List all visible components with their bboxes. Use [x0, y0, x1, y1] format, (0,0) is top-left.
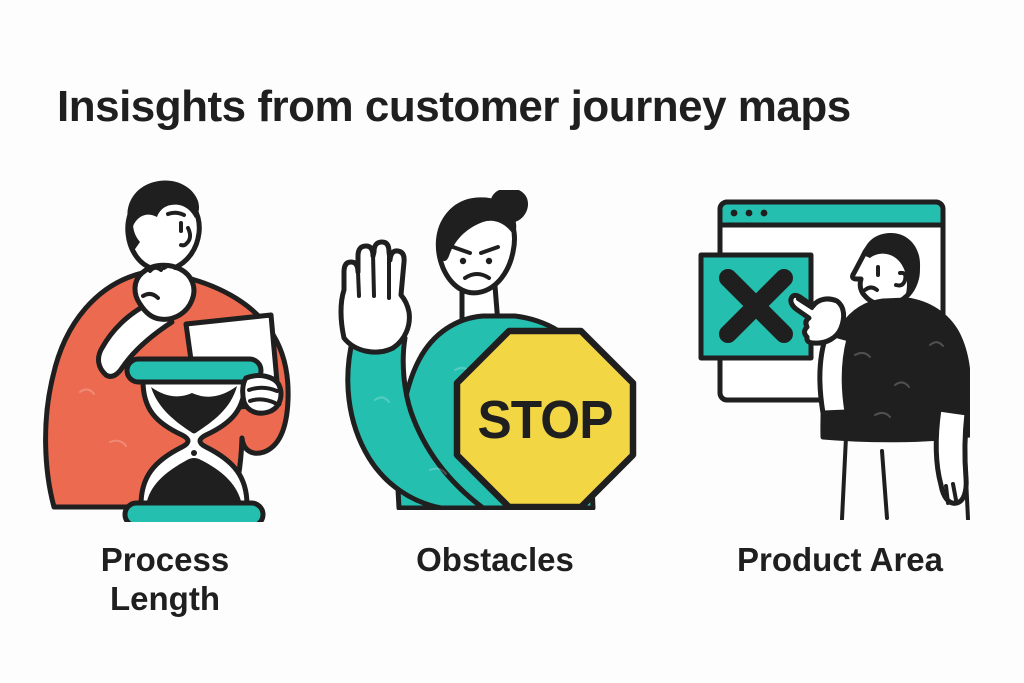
item-product-area — [695, 185, 972, 525]
hair — [127, 180, 199, 229]
raised-arm-sleeve — [345, 335, 486, 511]
hair — [863, 233, 921, 298]
browser-title-bar — [720, 202, 943, 225]
index-finger-line — [796, 297, 814, 310]
pointing-arm — [788, 292, 852, 416]
hourglass-top-cap — [124, 356, 264, 385]
gripping-hand — [240, 373, 284, 416]
hourglass-bottom-cap — [122, 500, 266, 529]
frown-mouth — [463, 272, 491, 280]
finger-lines — [356, 252, 391, 300]
fist-knuckles — [141, 263, 177, 300]
right-eye — [485, 257, 493, 265]
error-panel — [698, 252, 814, 361]
caption-product-area: Product Area — [737, 541, 943, 578]
face-features — [863, 265, 908, 292]
ear — [894, 270, 908, 288]
pointing-hand — [788, 292, 847, 346]
sideburn — [128, 223, 140, 252]
face-features — [166, 210, 193, 248]
left-eye — [459, 257, 467, 265]
hanging-arm — [933, 406, 970, 506]
sand-top — [151, 386, 237, 434]
fist-on-chin — [132, 262, 197, 322]
window-dots-icon — [730, 209, 768, 217]
item-obstacles: STOP — [335, 188, 645, 515]
page-title: Insisghts from customer journey maps — [57, 82, 851, 132]
falling-sand — [191, 450, 197, 456]
sand-bottom — [147, 458, 241, 501]
thinking-person-hourglass-illustration — [43, 180, 291, 529]
right-eyebrow — [479, 245, 500, 255]
error-x-icon — [719, 269, 793, 343]
error-browser-pointing-illustration — [698, 199, 972, 521]
stop-sign-text: STOP — [478, 390, 613, 450]
hair-bun — [490, 188, 529, 223]
forearm — [817, 330, 852, 416]
texture-strokes — [854, 341, 944, 418]
stop-gesture-stop-sign-illustration: STOP — [338, 188, 637, 511]
caption-obstacles: Obstacles — [416, 541, 574, 578]
pointing-person-figure — [788, 233, 972, 521]
stop-sign-icon: STOP — [453, 327, 637, 511]
caption-process-length: Process Length — [100, 541, 230, 617]
frown-mouth — [863, 285, 879, 292]
face-features — [451, 245, 500, 280]
left-eyebrow — [451, 245, 472, 255]
hourglass-icon — [122, 356, 266, 529]
item-process-length — [40, 172, 320, 529]
